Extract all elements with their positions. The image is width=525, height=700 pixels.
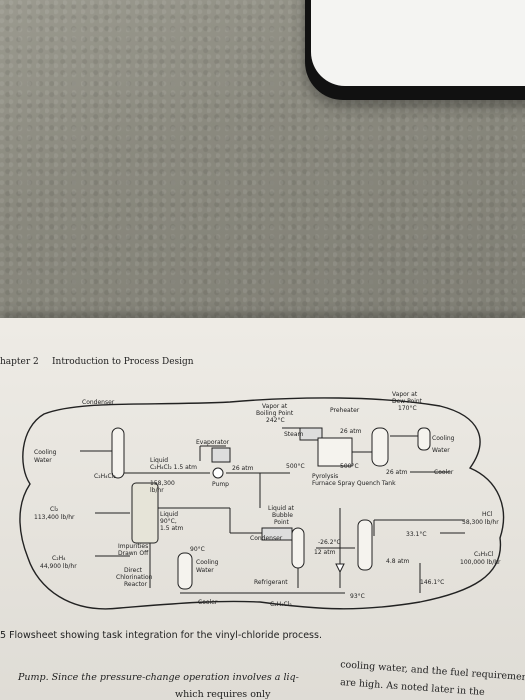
label-condenser: Condenser — [82, 399, 115, 406]
label-cooler-right: Cooler — [434, 469, 454, 476]
label-liquid90: Liquid — [160, 511, 178, 518]
label-48atm: 4.8 atm — [386, 558, 409, 565]
label-c2h4cl2-small: C₂H₄Cl₂ — [94, 473, 116, 480]
label-liquid-bubble-2: Bubble — [272, 512, 293, 519]
label-vapor-bp-2: Boiling Point — [256, 410, 294, 417]
label-impurities-2: Drawn Off — [118, 550, 149, 557]
textbook-page — [0, 318, 525, 700]
vcm-column — [357, 519, 373, 571]
label-cl2: Cl₂ — [50, 506, 59, 513]
label-impurities: Impurities — [118, 543, 148, 550]
label-26atm-a: 26 atm — [232, 465, 254, 472]
label-12atm: 12 atm — [314, 549, 336, 556]
label-direct-3: Reactor — [124, 581, 148, 588]
quench-tank — [371, 427, 389, 467]
label-flow: 158,300 — [150, 480, 175, 487]
cooler-right — [417, 427, 431, 451]
body-left-line1: Pump. Since the pressure-change operatio… — [18, 672, 299, 683]
label-liquid-bubble-3: Point — [274, 519, 290, 526]
label-500b: 500°C — [340, 463, 359, 470]
label-146c: 146.1°C — [420, 579, 444, 586]
label-vapor-dp-3: 170°C — [398, 405, 417, 412]
label-c2h4cl2-bottom: C₂H₄Cl₂ — [270, 601, 292, 608]
evaporator — [211, 447, 231, 463]
label-direct-2: Chlorination — [116, 574, 153, 581]
label-cooler-bottom: Cooler — [198, 599, 218, 606]
label-cooling-water-2: Water — [34, 457, 52, 464]
label-26atm-b: 26 atm — [340, 428, 362, 435]
label-33c: 33.1°C — [406, 531, 427, 538]
label-c2h3cl-flow: 100,000 lb/hr — [460, 559, 501, 566]
valve-icon — [335, 563, 345, 574]
condenser-column — [111, 427, 125, 479]
pyrolysis-furnace — [317, 437, 353, 467]
label-vapor-bp-3: 242°C — [266, 417, 285, 424]
label-vapor-bp: Vapor at — [262, 403, 288, 410]
label-26atm-c: 26 atm — [386, 469, 408, 476]
label-condenser2: Condenser — [250, 535, 283, 542]
figure-boundary — [19, 397, 505, 610]
label-direct: Direct — [124, 567, 143, 574]
label-steam: Steam — [284, 431, 304, 438]
label-pyrolysis: Pyrolysis — [312, 473, 338, 480]
flowsheet-figure: Condenser Cooling Water C₂H₄Cl₂ Evaporat… — [19, 391, 505, 610]
label-evaporator: Evaporator — [196, 439, 230, 446]
label-neg26: -26.2°C — [318, 539, 341, 546]
chapter-label: hapter 2 — [0, 357, 39, 367]
chapter-title: Introduction to Process Design — [52, 357, 194, 367]
label-cooling-w2-2: Water — [196, 567, 214, 574]
label-90c: 90°C — [190, 546, 205, 553]
label-liquid90-2: 90°C, — [160, 518, 177, 525]
phone-screen — [311, 0, 525, 86]
label-hcl: HCl — [482, 511, 493, 518]
label-500a: 500°C — [286, 463, 305, 470]
label-pyrolysis-2: Furnace Spray Quench Tank — [312, 480, 396, 487]
label-cw-right: Cooling — [432, 435, 455, 442]
label-c2h3cl: C₂H₃Cl — [474, 551, 494, 558]
label-cl2-flow: 113,400 lb/hr — [34, 514, 75, 521]
label-c2h4-flow: 44,900 lb/hr — [40, 563, 77, 570]
label-liquid-2: C₂H₄Cl₂ 1.5 atm — [150, 464, 197, 471]
label-liquid90-3: 1.5 atm — [160, 525, 183, 532]
label-c2h4: C₂H₄ — [52, 555, 66, 562]
label-cooling-water-1: Cooling — [34, 449, 57, 456]
label-cw-right-2: Water — [432, 447, 450, 454]
label-liquid: Liquid — [150, 457, 168, 464]
preheater — [299, 427, 323, 441]
chlorination-reactor — [131, 482, 159, 544]
pump-icon — [212, 467, 224, 479]
label-preheater: Preheater — [330, 407, 360, 414]
label-93c: 93°C — [350, 593, 365, 600]
figure-caption: 5 Flowsheet showing task integration for… — [0, 630, 322, 641]
cooler-bottom — [177, 552, 193, 590]
label-flow-unit: lb/hr — [150, 487, 164, 494]
label-liquid-bubble: Liquid at — [268, 505, 295, 512]
label-refrigerant: Refrigerant — [254, 579, 288, 586]
label-pump: Pump — [212, 481, 229, 488]
label-hcl-flow: 58,300 lb/hr — [462, 519, 499, 526]
body-left-line2: which requires only — [175, 689, 271, 700]
label-vapor-dp: Vapor at — [392, 391, 418, 398]
hcl-column — [291, 527, 305, 569]
phone-device — [305, 0, 525, 100]
label-vapor-dp-2: Dew Point — [392, 398, 423, 405]
label-cooling-w2: Cooling — [196, 559, 219, 566]
